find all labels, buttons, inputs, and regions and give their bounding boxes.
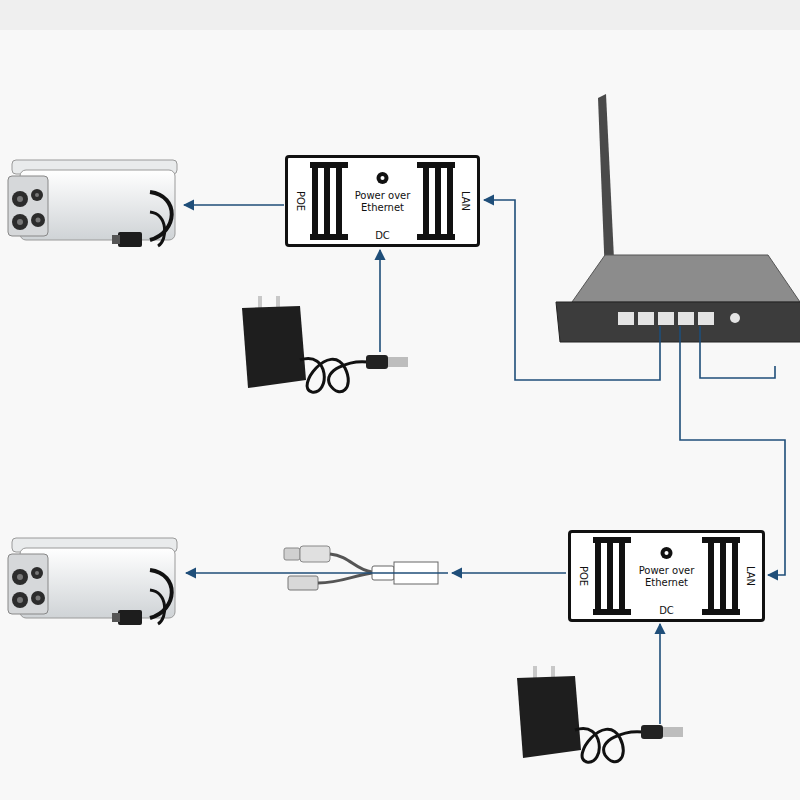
power-adapter-part	[575, 729, 643, 763]
ip-camera-part	[36, 218, 41, 223]
wire-part	[184, 204, 284, 206]
rib	[435, 164, 441, 238]
device-label: Power over Ethernet	[354, 190, 411, 213]
status-led-dot	[381, 176, 385, 180]
wire-part	[186, 572, 448, 574]
status-led-dot	[665, 551, 669, 555]
wifi-router-part	[638, 312, 654, 325]
ip-camera-part	[112, 235, 120, 244]
port-label: LAN	[459, 190, 471, 212]
port-label: POE	[577, 565, 589, 587]
port-label: POE	[294, 190, 306, 212]
power-adapter-part	[641, 725, 663, 739]
ip-camera-part	[12, 191, 28, 207]
rib	[619, 539, 625, 613]
ip-camera-part	[8, 554, 48, 614]
wifi-router-part	[698, 312, 714, 325]
wire-part	[700, 326, 775, 378]
rib	[423, 164, 429, 238]
ip-camera-part	[36, 596, 41, 601]
rib	[312, 164, 318, 238]
rib-bar	[593, 609, 631, 615]
ip-camera-part	[17, 574, 23, 580]
ip-camera-part	[17, 597, 23, 603]
status-led	[661, 547, 673, 559]
rib-bar	[702, 609, 740, 615]
rib-bar	[310, 162, 348, 168]
ip-camera-part	[118, 232, 142, 247]
wire	[184, 200, 785, 724]
power-adapter-part	[242, 306, 306, 388]
ip-camera-part	[17, 196, 23, 202]
device-label: Power over Ethernet	[637, 565, 696, 588]
ip-camera-part	[150, 212, 165, 246]
poe-splitter-part	[330, 554, 372, 572]
ip-camera-part	[31, 591, 45, 605]
ip-camera-part	[35, 193, 39, 197]
power-adapter	[242, 296, 408, 392]
wifi-router-part	[730, 313, 740, 323]
ip-camera-part	[150, 590, 165, 624]
ip-camera-part	[31, 567, 43, 579]
ip-camera-part	[35, 571, 39, 575]
ip-camera-part	[8, 176, 48, 236]
rib-bar	[417, 162, 455, 168]
wifi-router-part	[658, 312, 674, 325]
rib	[447, 164, 453, 238]
top-band	[0, 0, 800, 30]
poe-injector: POE Power over Ethernet LAN DC	[285, 155, 480, 247]
rib	[720, 539, 726, 613]
power-adapter-part	[366, 355, 388, 369]
port-label: DC	[659, 605, 674, 617]
port-label: LAN	[744, 565, 756, 587]
ip-camera-part	[12, 592, 28, 608]
ip-camera-part	[31, 213, 45, 227]
poe-splitter	[284, 546, 438, 590]
rib	[336, 164, 342, 238]
rib-bar	[310, 234, 348, 240]
power-adapter-part	[517, 676, 581, 758]
power-adapter	[517, 666, 683, 762]
rib-bar	[593, 537, 631, 543]
wifi-router-part	[556, 302, 800, 342]
rib	[732, 539, 738, 613]
port-label: DC	[375, 230, 390, 242]
ip-camera-part	[12, 214, 28, 230]
ip-camera-part	[12, 569, 28, 585]
rib	[708, 539, 714, 613]
status-led	[377, 172, 389, 184]
wifi-router-part	[618, 312, 634, 325]
rib-bar	[702, 537, 740, 543]
wire-part	[484, 200, 660, 380]
power-adapter-part	[388, 357, 408, 367]
rib	[595, 539, 601, 613]
ip-camera	[8, 538, 177, 625]
rib-bar	[417, 234, 455, 240]
wifi-router-part	[572, 255, 800, 302]
ip-camera	[8, 160, 177, 247]
poe-injector: POE Power over Ethernet LAN DC	[568, 530, 765, 622]
ip-camera-part	[118, 610, 142, 625]
ip-camera-part	[112, 613, 120, 622]
rib	[607, 539, 613, 613]
poe-splitter-part	[284, 548, 300, 560]
poe-splitter-part	[288, 576, 318, 590]
poe-splitter-part	[300, 546, 330, 562]
wifi-router	[556, 94, 800, 342]
power-adapter-part	[663, 727, 683, 737]
ip-camera-part	[17, 219, 23, 225]
poe-splitter-part	[318, 573, 372, 583]
rib	[324, 164, 330, 238]
wifi-router-part	[678, 312, 694, 325]
power-adapter-part	[300, 359, 368, 393]
wire-part	[379, 250, 381, 352]
wire-part	[452, 572, 566, 574]
ip-camera-part	[31, 189, 43, 201]
wire-part	[659, 624, 661, 724]
